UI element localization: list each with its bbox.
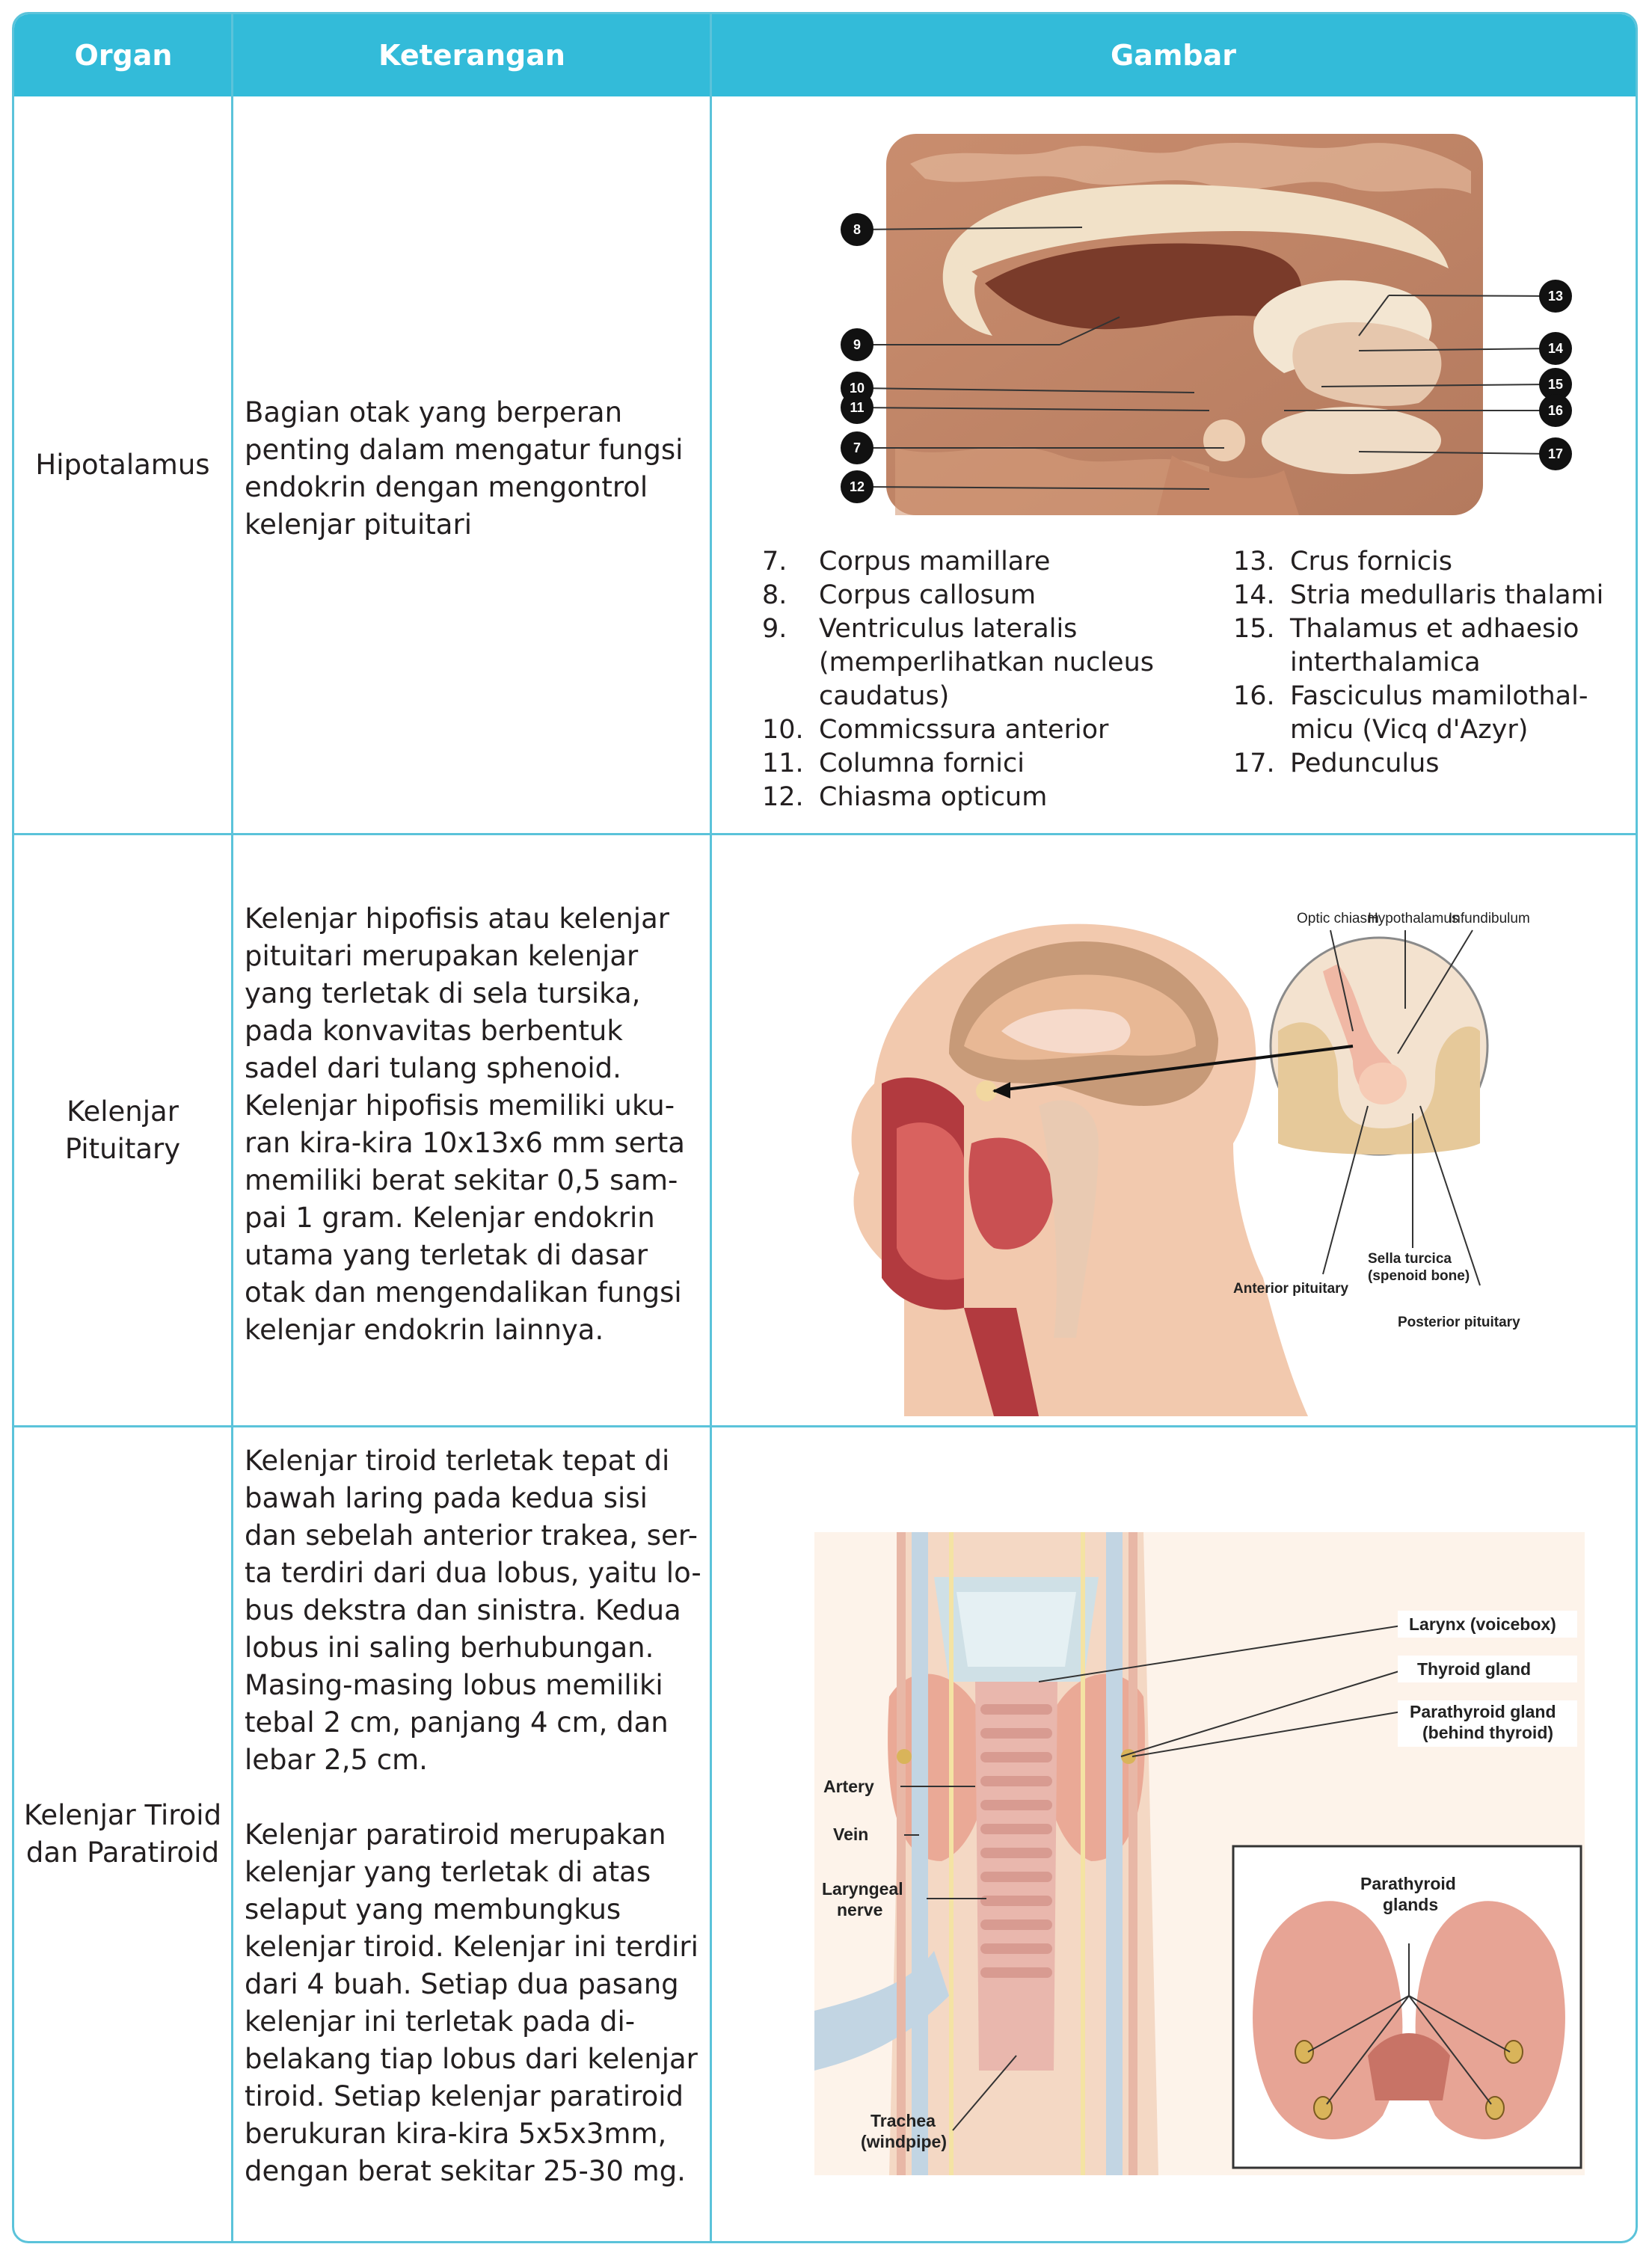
legend-item: 14. Stria medullaris thalami	[1233, 579, 1622, 612]
organ-table: Organ Keterangan Gambar Hipotalamus Bagi…	[12, 12, 1638, 2243]
legend-left: 7. Corpus mamillare 8. Corpus callosum 9. Ven…	[762, 545, 1226, 814]
legend-text: Crus fornicis	[1290, 547, 1452, 577]
row-divider	[14, 1425, 1636, 1427]
legend-right: 13. Crus fornicis 14. Stria medullaris thal…	[1233, 545, 1622, 781]
legend-number: 8.	[762, 580, 787, 610]
label-vein: Vein	[833, 1825, 868, 1844]
header-gambar: Gambar	[1110, 39, 1236, 72]
marker-label: 14	[1548, 341, 1563, 356]
thyroid-diagram: Larynx (voicebox) Thyroid gland Parathyr…	[814, 1532, 1585, 2175]
label-glands-inset: glands	[1383, 1895, 1438, 1914]
legend-text: Chiasma opticum	[819, 782, 1048, 812]
marker-label: 7	[853, 440, 861, 455]
label-behind-thyroid: (behind thyroid)	[1422, 1723, 1553, 1742]
marker-label: 17	[1548, 446, 1563, 461]
legend-number: 11.	[762, 749, 804, 778]
legend-text: Stria medullaris thalami	[1290, 580, 1604, 610]
label-trachea: Trachea	[870, 2111, 936, 2130]
label-windpipe: (windpipe)	[861, 2132, 947, 2151]
marker-label: 8	[853, 222, 861, 237]
legend-text: Ventriculus lateralis (memperlihatkan nu…	[819, 614, 1155, 711]
legend-number: 14.	[1233, 580, 1275, 610]
label-laryngeal: Laryngeal	[822, 1879, 903, 1899]
marker-label: 12	[850, 479, 865, 494]
legend-item: 9. Ventriculus lateralis (memperlihatkan …	[762, 612, 1226, 713]
row-divider	[14, 833, 1636, 835]
label-thyroid-gland: Thyroid gland	[1417, 1659, 1531, 1679]
legend-item: 15. Thalamus et adhaesio interthalamica	[1233, 612, 1622, 680]
marker-label: 11	[850, 400, 864, 415]
legend-number: 13.	[1233, 547, 1275, 577]
legend-text: Commicssura anterior	[819, 715, 1109, 745]
table-header: Organ Keterangan Gambar	[14, 14, 1636, 96]
organ-tiroid-paratiroid: Kelenjar Tiroid dan Paratiroid	[23, 1799, 222, 1869]
header-keterangan: Keterangan	[378, 39, 565, 72]
label-parathyroid-gland: Parathyroid gland	[1410, 1702, 1556, 1721]
label-anterior-pituitary: Anterior pituitary	[1233, 1281, 1349, 1297]
label-sphenoid-bone: (spenoid bone)	[1368, 1268, 1470, 1284]
brain-section-image: 8 9 10 11 7 12 13 14 15 16 17	[841, 134, 1572, 515]
marker-label: 13	[1548, 289, 1563, 304]
legend-number: 15.	[1233, 614, 1275, 644]
label-sella-turcica: Sella turcica	[1368, 1251, 1452, 1267]
organ-hipotalamus: Hipotalamus	[35, 448, 210, 481]
organ-pituitary: Kelenjar Pituitary	[64, 1095, 181, 1165]
legend-number: 16.	[1233, 681, 1275, 711]
label-posterior-pituitary: Posterior pituitary	[1398, 1315, 1520, 1330]
legend-text: Corpus callosum	[819, 580, 1037, 610]
keterangan-tiroid-paratiroid: Kelenjar tiroid terletak tepat di bawah …	[245, 1445, 701, 2187]
legend-item: 17. Pedunculus	[1233, 747, 1622, 781]
legend-item: 8. Corpus callosum	[762, 579, 1226, 612]
legend-item: 7. Corpus mamillare	[762, 545, 1226, 579]
legend-item: 11. Columna fornici	[762, 747, 1226, 781]
legend-number: 10.	[762, 715, 804, 745]
label-artery: Artery	[823, 1777, 874, 1796]
label-parathyroid-inset: Parathyroid	[1360, 1874, 1456, 1893]
keterangan-pituitary: Kelenjar hipofisis atau kelenjar pituita…	[245, 903, 685, 1346]
column-divider	[710, 14, 712, 2241]
label-optic-chiasm: Optic chiasm	[1297, 911, 1379, 926]
marker-label: 9	[853, 337, 861, 352]
legend-number: 17.	[1233, 749, 1275, 778]
label-larynx: Larynx (voicebox)	[1409, 1614, 1556, 1634]
label-infundibulum: Infundibulum	[1449, 911, 1530, 926]
legend-text: Corpus mamillare	[819, 547, 1051, 577]
column-divider	[231, 14, 233, 2241]
legend-number: 9.	[762, 614, 787, 644]
legend-text: Thalamus et adhaesio interthalamica	[1290, 614, 1579, 677]
legend-text: Fasciculus mamilothal- micu (Vicq d'Azyr…	[1290, 681, 1588, 745]
legend-item: 16. Fasciculus mamilothal- micu (Vicq d'A…	[1233, 680, 1622, 747]
legend-number: 7.	[762, 547, 787, 577]
marker-label: 10	[850, 381, 865, 396]
legend-number: 12.	[762, 782, 804, 812]
marker-label: 15	[1548, 377, 1563, 392]
pituitary-diagram: Optic chiasm Hypothalamus Infundibulum S…	[851, 911, 1530, 1416]
header-organ: Organ	[74, 39, 173, 72]
legend-item: 12. Chiasma opticum	[762, 781, 1226, 814]
label-hypothalamus: Hypothalamus	[1368, 911, 1458, 926]
legend-text: Columna fornici	[819, 749, 1025, 778]
marker-label: 16	[1548, 403, 1563, 418]
keterangan-hipotalamus: Bagian otak yang berperan penting dalam …	[245, 396, 684, 541]
legend-text: Pedunculus	[1290, 749, 1440, 778]
legend-item: 10. Commicssura anterior	[762, 713, 1226, 747]
label-nerve: nerve	[837, 1900, 882, 1919]
legend-item: 13. Crus fornicis	[1233, 545, 1622, 579]
